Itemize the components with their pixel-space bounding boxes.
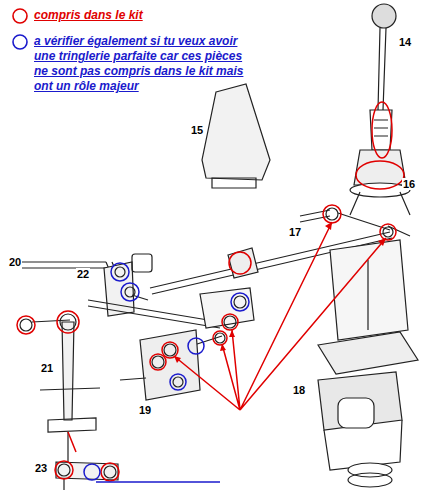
callout-number: 19 <box>138 404 152 416</box>
callout-number: 23 <box>34 462 48 474</box>
legend-text: compris dans le kit <box>34 8 254 23</box>
callout-number: 14 <box>398 36 412 48</box>
callout-number: 22 <box>76 268 90 280</box>
callout-number: 20 <box>8 256 22 268</box>
legend-text: a vérifier également si tu veux avoir un… <box>34 34 249 94</box>
callout-number: 21 <box>40 362 54 374</box>
callout-number: 17 <box>288 226 302 238</box>
callout-number: 15 <box>190 124 204 136</box>
callout-number: 16 <box>402 178 416 190</box>
callout-number: 18 <box>292 384 306 396</box>
